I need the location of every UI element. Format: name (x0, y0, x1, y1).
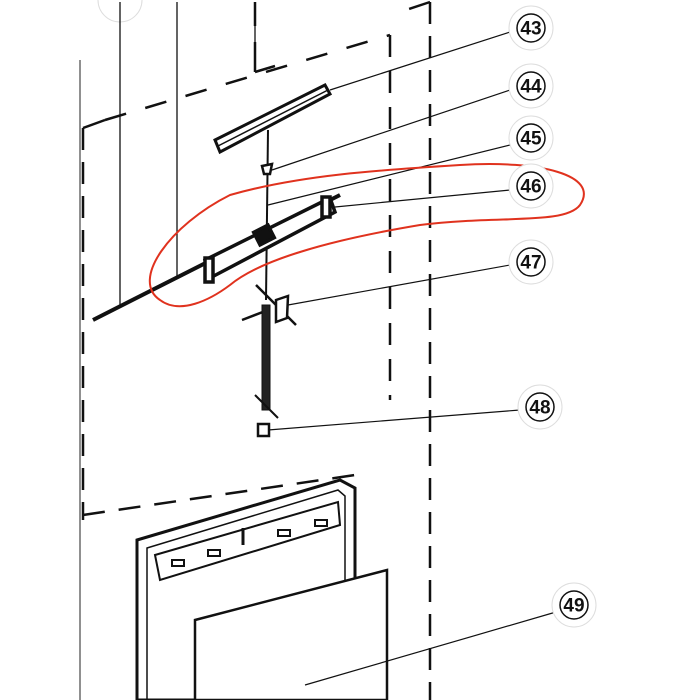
callout-43: 43 (508, 5, 554, 51)
part-48-strut (254, 304, 279, 438)
callout-label: 46 (520, 177, 541, 198)
callout-label: 44 (520, 77, 542, 98)
part-45-rod (265, 129, 269, 301)
callout-label: 45 (520, 129, 542, 150)
callout-label: 49 (563, 596, 584, 617)
part-43-rail (213, 83, 333, 155)
callout-49: 49 (551, 582, 597, 628)
callout-label: 47 (520, 253, 541, 274)
callout-46: 46 (508, 163, 554, 209)
callout-47: 47 (508, 239, 554, 285)
part-49-door (135, 478, 389, 700)
callout-label: 48 (529, 398, 550, 419)
dashed-cabinet-outline (81, 0, 432, 700)
callout-label: 43 (520, 19, 541, 40)
callout-48: 48 (517, 384, 563, 430)
highlight-annotation (148, 163, 585, 308)
callout-44: 44 (508, 63, 554, 109)
part-44-clip (260, 162, 274, 176)
part-46-bracket (202, 195, 338, 284)
callout-45: 45 (508, 115, 554, 161)
leader-lines (267, 31, 557, 686)
